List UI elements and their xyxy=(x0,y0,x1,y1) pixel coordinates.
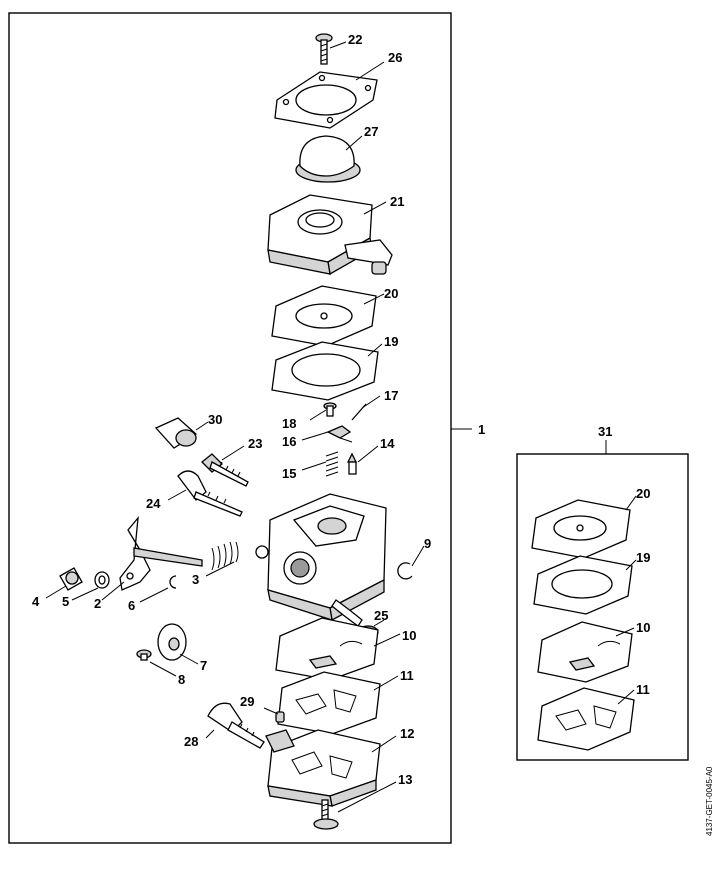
callout-3: 3 xyxy=(192,572,199,587)
kit-callout-10: 10 xyxy=(636,620,650,635)
part-5-washer xyxy=(94,571,110,589)
part-11-gasket xyxy=(277,671,381,735)
leader-lines xyxy=(45,41,637,813)
kit-part-20-diaphragm xyxy=(531,499,631,559)
part-19-gasket xyxy=(271,341,379,401)
part-4-bushing xyxy=(59,567,83,591)
callout-28: 28 xyxy=(184,734,198,749)
callout-14: 14 xyxy=(380,436,395,451)
callout-12: 12 xyxy=(400,726,414,741)
callout-10: 10 xyxy=(402,628,416,643)
callout-7: 7 xyxy=(200,658,207,673)
callout-26: 26 xyxy=(388,50,402,65)
part-15-spring xyxy=(325,451,339,477)
part-20-diaphragm xyxy=(271,285,377,347)
callout-6: 6 xyxy=(128,598,135,613)
kit-part-10-diaphragm xyxy=(537,621,633,683)
part-16-inlet-lever xyxy=(326,425,353,443)
kit-label: 31 xyxy=(598,424,612,439)
reference-code: 4137-GET-0045-A0 xyxy=(705,766,714,836)
part-30-cap xyxy=(154,417,198,449)
part-3-spring xyxy=(211,541,239,571)
part-24-adjusting-screw xyxy=(177,470,243,517)
part-21-pump-cover xyxy=(267,194,393,276)
callout-5: 5 xyxy=(62,594,69,609)
callout-2: 2 xyxy=(94,596,101,611)
callout-16: 16 xyxy=(282,434,296,449)
kit-callout-20: 20 xyxy=(636,486,650,501)
callout-18: 18 xyxy=(282,416,296,431)
callout-22: 22 xyxy=(348,32,362,47)
part-29-bushing xyxy=(275,711,285,723)
kit-frame xyxy=(516,453,689,761)
callout-4: 4 xyxy=(32,594,40,609)
carburetor-body xyxy=(255,493,387,627)
callout-13: 13 xyxy=(398,772,412,787)
kit-part-11-gasket xyxy=(537,687,635,751)
part-12-metering-cover xyxy=(265,729,381,807)
callout-24: 24 xyxy=(146,496,161,511)
callout-25: 25 xyxy=(374,608,388,623)
callout-21: 21 xyxy=(390,194,404,209)
part-10-diaphragm xyxy=(275,617,379,681)
callout-30: 30 xyxy=(208,412,222,427)
callout-19: 19 xyxy=(384,334,398,349)
part-22-screw xyxy=(315,33,333,65)
callout-29: 29 xyxy=(240,694,254,709)
part-18-screw xyxy=(323,402,337,417)
part-9-clip xyxy=(397,562,413,580)
part-13-screw xyxy=(313,799,339,830)
callout-27: 27 xyxy=(364,124,378,139)
main-assembly-frame xyxy=(8,12,452,844)
callout-17: 17 xyxy=(384,388,398,403)
part-2-throttle-shaft xyxy=(119,515,203,591)
part-14-inlet-needle xyxy=(346,452,358,475)
callout-23: 23 xyxy=(248,436,262,451)
assembly-label: 1 xyxy=(478,422,485,437)
callout-15: 15 xyxy=(282,466,296,481)
part-23-adjusting-screw xyxy=(201,453,249,487)
kit-callout-19: 19 xyxy=(636,550,650,565)
part-6-e-clip xyxy=(169,575,177,589)
callout-20: 20 xyxy=(384,286,398,301)
part-27-primer-bulb xyxy=(295,135,361,183)
part-28-adjusting-screw xyxy=(207,702,265,749)
callout-8: 8 xyxy=(178,672,185,687)
part-7-plate xyxy=(157,623,187,661)
kit-callout-11: 11 xyxy=(636,682,650,697)
kit-part-19-gasket xyxy=(533,555,633,615)
callout-11: 11 xyxy=(400,668,414,683)
callout-9: 9 xyxy=(424,536,431,551)
part-8-screw xyxy=(136,649,152,661)
part-26-gasket xyxy=(274,71,378,129)
